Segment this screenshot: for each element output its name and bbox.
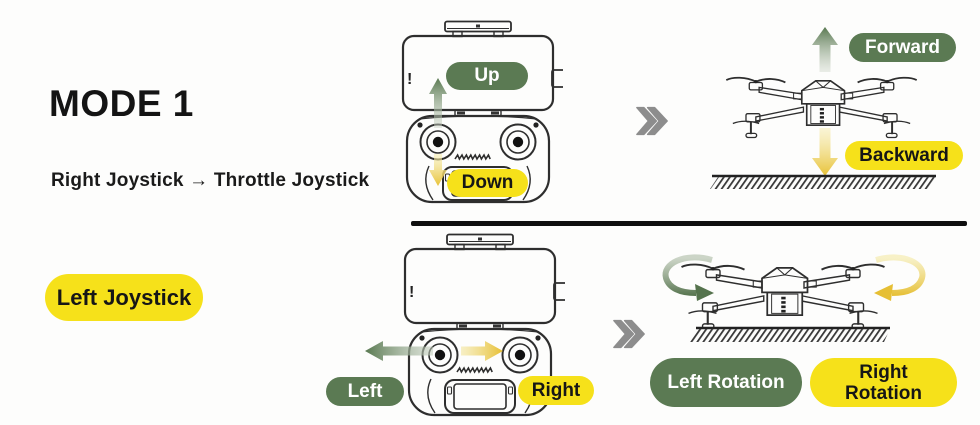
left-rotation-badge-label: Left Rotation (667, 372, 785, 393)
drone-rotation-illustration (662, 254, 926, 342)
double-chevron-right-icon (613, 319, 645, 349)
up-arrow-icon (429, 78, 447, 128)
right-rotation-badge-label: Right Rotation (844, 361, 923, 404)
rotate-left-arrowhead-icon (695, 284, 714, 301)
forward-badge: Forward (849, 33, 956, 62)
left-badge: Left (326, 377, 404, 406)
rotate-left-arrow-icon (662, 254, 713, 296)
rotate-right-arrow-icon (875, 254, 926, 296)
rotate-right-arrowhead-icon (874, 284, 893, 301)
drone-forward-backward-illustration (710, 27, 936, 189)
right-badge-label: Right (531, 379, 581, 401)
backward-badge: Backward (845, 141, 963, 170)
ground-hatch (710, 177, 936, 189)
right-arrow-icon (461, 341, 503, 361)
mode-subtitle: Right Joystick → Throttle Joystick (51, 170, 370, 191)
up-badge-label: Up (474, 65, 500, 86)
remote-controller-yaw-illustration (365, 233, 565, 417)
up-badge: Up (446, 62, 528, 90)
left-rotation-badge: Left Rotation (650, 358, 802, 407)
ground-hatch (688, 329, 890, 342)
up-arrow-icon (812, 27, 838, 72)
right-badge: Right (518, 376, 594, 405)
left-joystick-badge-label: Left Joystick (56, 284, 192, 310)
right-rotation-badge: Right Rotation (810, 358, 957, 407)
left-arrow-icon (365, 341, 433, 361)
down-arrow-icon (429, 154, 447, 186)
section-divider (411, 221, 967, 226)
double-chevron-right-icon (636, 106, 668, 136)
page-title: MODE 1 (49, 83, 194, 124)
down-badge: Down (447, 169, 528, 197)
down-arrow-icon (812, 128, 838, 176)
left-badge-label: Left (347, 380, 383, 402)
forward-badge-label: Forward (865, 36, 940, 58)
left-joystick-badge: Left Joystick (45, 274, 203, 321)
remote-controller-throttle-illustration (401, 20, 563, 204)
backward-badge-label: Backward (859, 144, 949, 166)
drone-illustration (680, 263, 886, 330)
down-badge-label: Down (461, 172, 514, 193)
